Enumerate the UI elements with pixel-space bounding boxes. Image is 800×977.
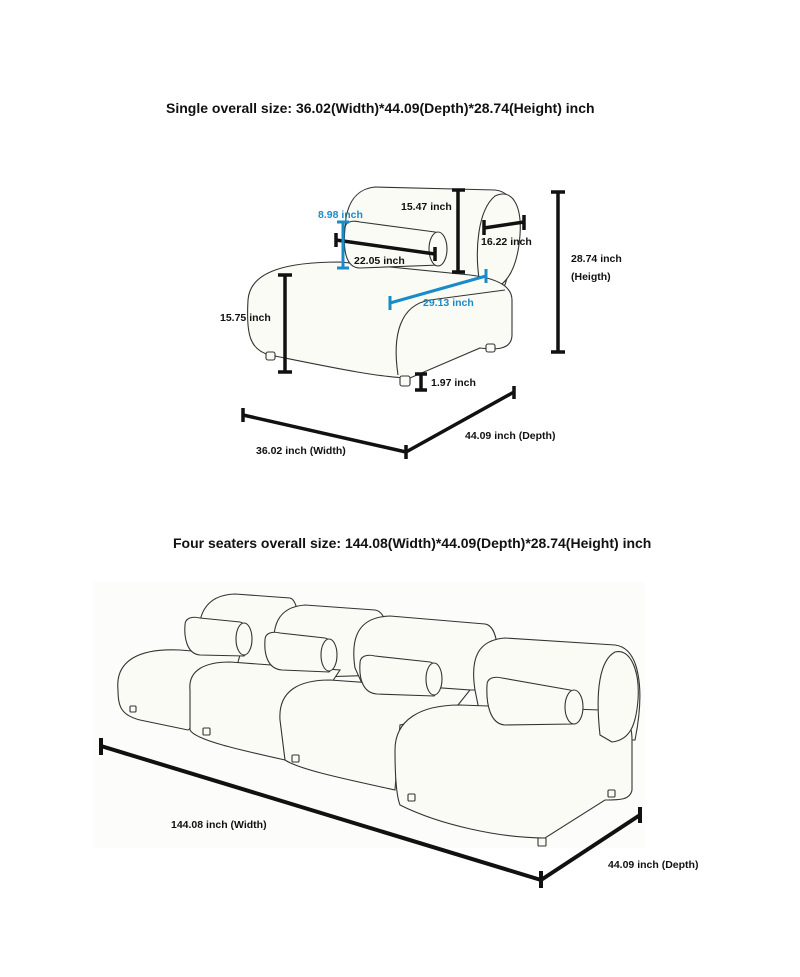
single-seater-drawing [241, 186, 565, 459]
four-arm [597, 651, 639, 743]
single-arm [476, 193, 521, 291]
arm-depth-line [483, 220, 525, 230]
seat-3 [279, 679, 472, 791]
seat-depth-line [389, 274, 487, 305]
width-line [242, 413, 407, 454]
width-label: 36.02 inch (Width) [256, 445, 346, 457]
seat-depth-label: 29.13 inch [423, 297, 474, 309]
pillow-length-line [335, 238, 436, 256]
four-width-line [100, 744, 542, 882]
seat-height-label: 15.75 inch [220, 312, 271, 324]
depth-line [405, 390, 515, 454]
back-height-label: 15.47 inch [401, 201, 452, 213]
four-width-label: 144.08 inch (Width) [171, 819, 267, 831]
total-height-sub-label: (Heigth) [571, 271, 611, 283]
four-title: Four seaters overall size: 144.08(Width)… [173, 535, 652, 551]
four-depth-line [539, 813, 642, 882]
arm-depth-label: 16.22 inch [481, 236, 532, 248]
leg-height-label: 1.97 inch [431, 377, 476, 389]
seat-4 [394, 704, 633, 839]
depth-label: 44.09 inch (Depth) [465, 430, 556, 442]
single-title: Single overall size: 36.02(Width)*44.09(… [166, 100, 595, 116]
four-depth-label: 44.09 inch (Depth) [608, 859, 699, 871]
pillow-height-label: 8.98 inch [318, 209, 363, 221]
pillow-length-label: 22.05 inch [354, 255, 405, 267]
total-height-label: 28.74 inch [571, 253, 622, 265]
